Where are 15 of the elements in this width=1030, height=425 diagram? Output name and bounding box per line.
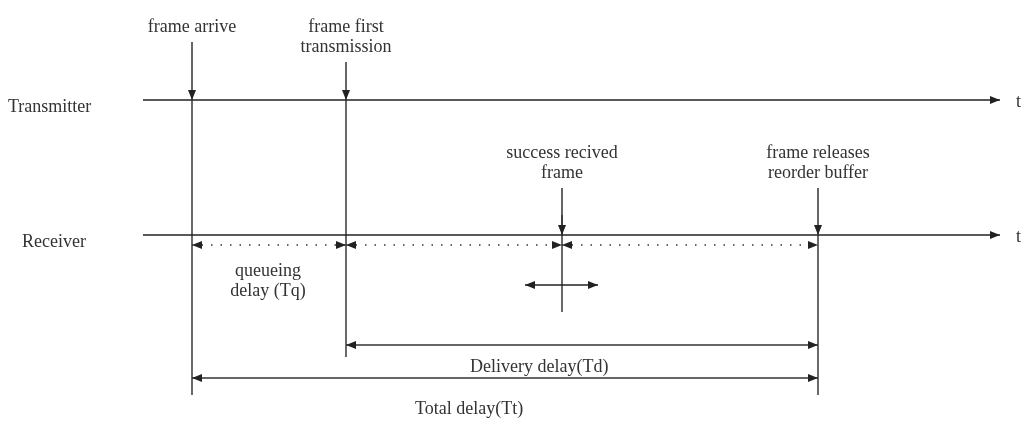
axis-label: t	[1016, 226, 1021, 246]
duration-label: Total delay(Tt)	[415, 398, 524, 418]
duration-label: Delivery delay(Td)	[470, 356, 609, 376]
axis-label: t	[1016, 91, 1021, 111]
duration-label: queueing delay (Tq)	[229, 260, 307, 300]
event-label: success recived frame	[505, 142, 619, 182]
leader-arrow	[342, 61, 350, 101]
leader-arrow	[814, 187, 822, 236]
event-label: frame first transmission	[299, 16, 393, 56]
event-label: frame releases reorder buffer	[765, 142, 871, 182]
leader-arrow	[558, 187, 566, 236]
axis-label: Receiver	[22, 231, 86, 251]
axis-label: Transmitter	[8, 96, 92, 116]
event-label: frame arrive	[147, 16, 237, 36]
leader-arrow	[188, 41, 196, 101]
